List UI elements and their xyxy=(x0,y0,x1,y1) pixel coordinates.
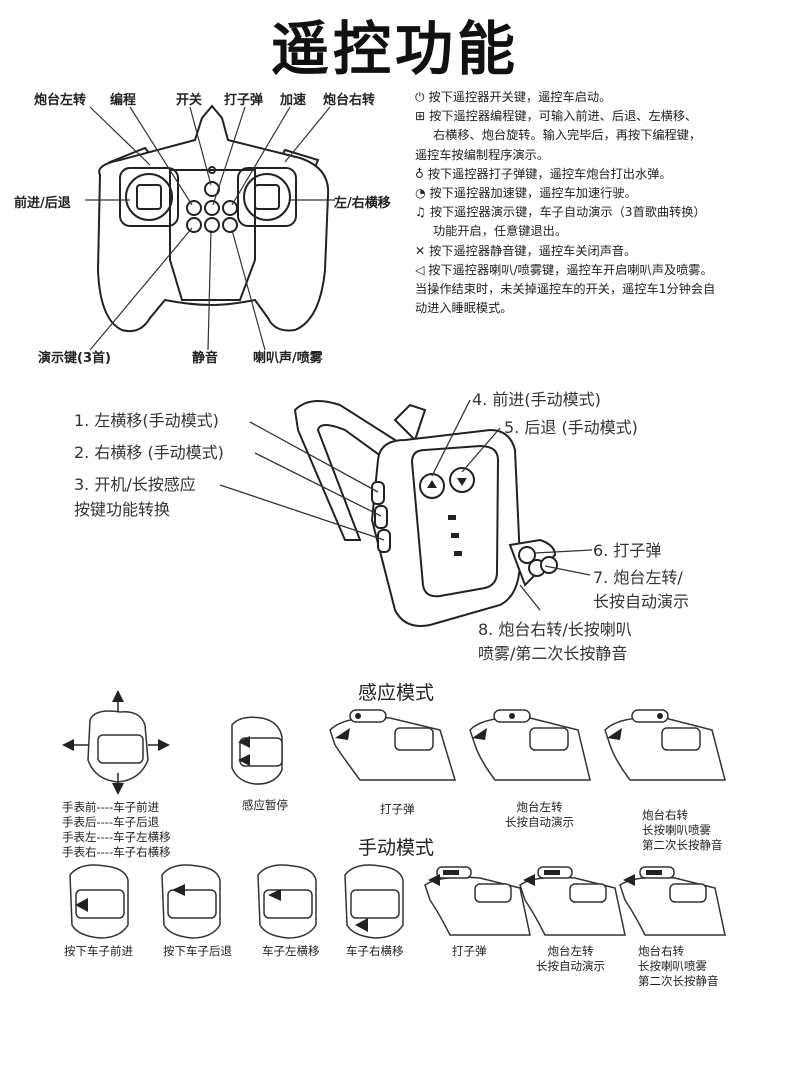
legend-line: 手表前----车子前进 xyxy=(62,800,160,814)
watch-label-power: 3. 开机/长按感应 xyxy=(74,475,196,494)
watch-label-turret-right-2: 喷雾/第二次长按静音 xyxy=(478,644,628,663)
instruction-line: ♁ 按下遥控器打子弹键，遥控车炮台打出水弹。 xyxy=(415,166,672,181)
legend-line: 手表左----车子左横移 xyxy=(62,830,171,844)
watch-label-turret-left-2: 长按自动演示 xyxy=(593,592,690,611)
sensing-turret-left-label: 炮台左转 长按自动演示 xyxy=(505,800,574,829)
manual-forward-label: 按下车子前进 xyxy=(64,944,133,958)
label-program: 编程 xyxy=(110,93,137,108)
legend-line: 手表后----车子后退 xyxy=(62,815,160,829)
page-title: 遥控功能 xyxy=(270,15,519,83)
instruction-line: 遥控车按编制程序演示。 xyxy=(415,147,550,162)
label-power: 开关 xyxy=(176,93,203,108)
instruction-line: 右横移、炮台旋转。输入完毕后，再按下编程键， xyxy=(433,128,702,143)
sensing-mode-title: 感应模式 xyxy=(358,682,435,704)
label-shoot: 打子弹 xyxy=(224,93,264,108)
instruction-line: 当操作结束时，未关掉遥控车的开关，遥控车1分钟会自 xyxy=(415,282,716,297)
watch-label-left: 1. 左横移(手动模式) xyxy=(74,411,219,430)
horn-icon: ◁ xyxy=(415,262,429,277)
speed-icon: ◔ xyxy=(415,186,430,201)
demo-icon: ♫ xyxy=(415,205,430,220)
watch-label-right: 2. 右横移 (手动模式) xyxy=(74,443,224,462)
instruction-line: 动进入睡眠模式。 xyxy=(415,301,513,316)
sensing-pause-label: 感应暂停 xyxy=(242,798,288,812)
label-turret-left: 炮台左转 xyxy=(34,93,87,108)
manual-turret-right-label: 炮台右转 长按喇叭喷雾 第二次长按静音 xyxy=(638,944,719,988)
label-mute: 静音 xyxy=(192,351,219,366)
instruction-line: ✕ 按下遥控器静音键，遥控车关闭声音。 xyxy=(415,243,637,258)
label-forward-back: 前进/后退 xyxy=(14,196,71,211)
instruction-line: ♫ 按下遥控器演示键，车子自动演示（3首歌曲转换） xyxy=(415,205,706,220)
instruction-list: ⏻ 按下遥控器开关键，遥控车启动。 ⊞ 按下遥控器编程键，可输入前进、后退、左横… xyxy=(415,88,785,318)
sensing-legend: 手表前----车子前进 手表后----车子后退 手表左----车子左横移 手表右… xyxy=(62,800,171,860)
instruction-line: ⏻ 按下遥控器开关键，遥控车启动。 xyxy=(415,90,612,104)
watch-label-turret-right: 8. 炮台右转/长按喇叭 xyxy=(478,620,632,639)
program-icon: ⊞ xyxy=(415,109,430,124)
manual-turret-left-label: 炮台左转 长按自动演示 xyxy=(536,944,605,973)
instruction-line: ◔ 按下遥控器加速键，遥控车加速行驶。 xyxy=(415,186,637,201)
label-turret-right: 炮台右转 xyxy=(323,93,376,108)
sensing-shoot-label: 打子弹 xyxy=(380,802,415,816)
manual-right-label: 车子右横移 xyxy=(346,944,404,958)
watch-label-backward: 5. 后退 (手动模式) xyxy=(504,418,638,437)
power-icon: ⏻ xyxy=(415,90,429,104)
instruction-line: 功能开启，任意键退出。 xyxy=(433,224,568,239)
sensing-turret-right-label: 炮台右转 长按喇叭喷雾 第二次长按静音 xyxy=(642,808,723,852)
watch-label-shoot: 6. 打子弹 xyxy=(593,541,662,560)
shoot-icon: ♁ xyxy=(415,166,428,181)
watch-label-power-2: 按键功能转换 xyxy=(74,500,171,519)
watch-label-forward: 4. 前进(手动模式) xyxy=(472,390,601,409)
watch-label-turret-left: 7. 炮台左转/ xyxy=(593,568,683,587)
manual-left-label: 车子左横移 xyxy=(262,944,320,958)
instruction-line: ⊞ 按下遥控器编程键，可输入前进、后退、左横移、 xyxy=(415,109,698,124)
manual-shoot-label: 打子弹 xyxy=(452,944,487,958)
mute-icon: ✕ xyxy=(415,243,430,258)
label-speed: 加速 xyxy=(280,93,307,108)
label-demo: 演示键(3首) xyxy=(38,351,111,366)
legend-line: 手表右----车子右横移 xyxy=(62,845,171,859)
label-horn: 喇叭声/喷雾 xyxy=(253,351,323,366)
manual-backward-label: 按下车子后退 xyxy=(163,944,232,958)
manual-mode-title: 手动模式 xyxy=(358,837,435,859)
label-left-right: 左/右横移 xyxy=(334,196,391,211)
instruction-line: ◁ 按下遥控器喇叭/喷雾键，遥控车开启喇叭声及喷雾。 xyxy=(415,262,713,277)
